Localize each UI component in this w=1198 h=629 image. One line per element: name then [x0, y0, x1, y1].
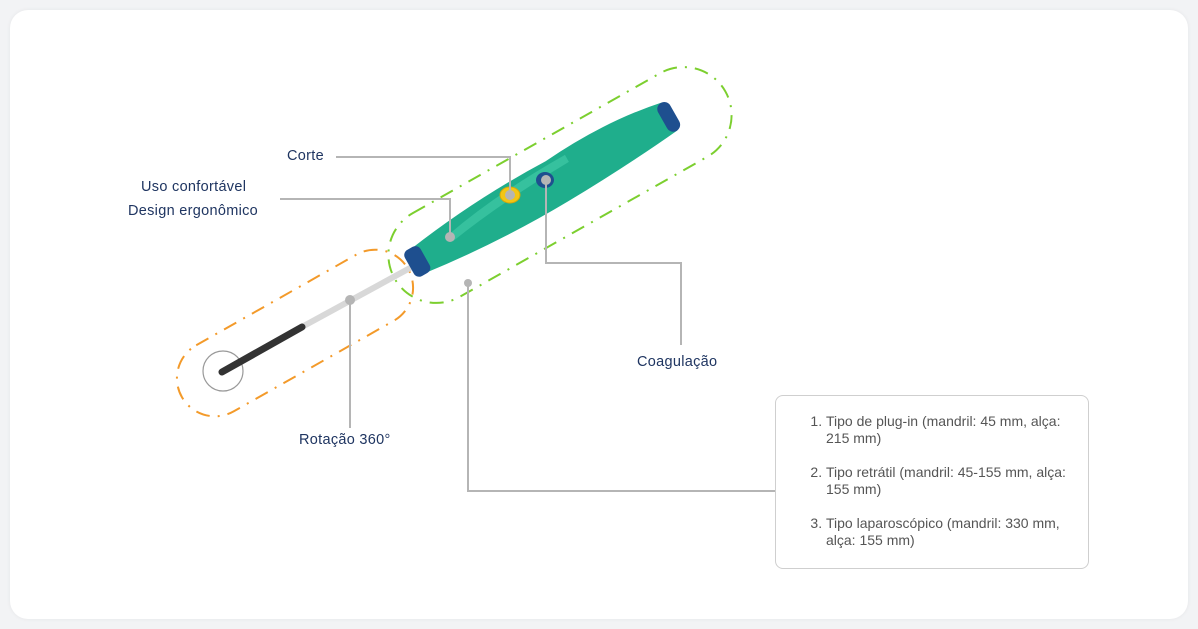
front-cap — [404, 246, 431, 277]
type-item: Tipo de plug-in (mandril: 45 mm, alça: 2… — [826, 413, 1068, 447]
rear-cap — [657, 102, 681, 132]
handle-body — [411, 102, 678, 274]
type-item: Tipo retrátil (mandril: 45-155 mm, alça:… — [826, 464, 1068, 498]
tip-circle — [202, 350, 244, 392]
label-cut: Corte — [287, 148, 324, 164]
handle-outline — [387, 66, 733, 304]
electrode-shaft — [297, 265, 413, 331]
types-box: Tipo de plug-in (mandril: 45 mm, alça: 2… — [775, 395, 1089, 569]
type-item: Tipo laparoscópico (mandril: 330 mm, alç… — [826, 515, 1068, 549]
electrode-insulated — [218, 323, 306, 376]
leader-lines — [280, 156, 775, 492]
label-ergonomic: Design ergonômico — [128, 203, 259, 219]
label-comfort: Uso confortável — [141, 179, 247, 195]
label-rotation: Rotação 360° — [299, 432, 391, 448]
electrode-outline — [175, 248, 415, 418]
label-coagulation: Coagulação — [637, 354, 718, 370]
